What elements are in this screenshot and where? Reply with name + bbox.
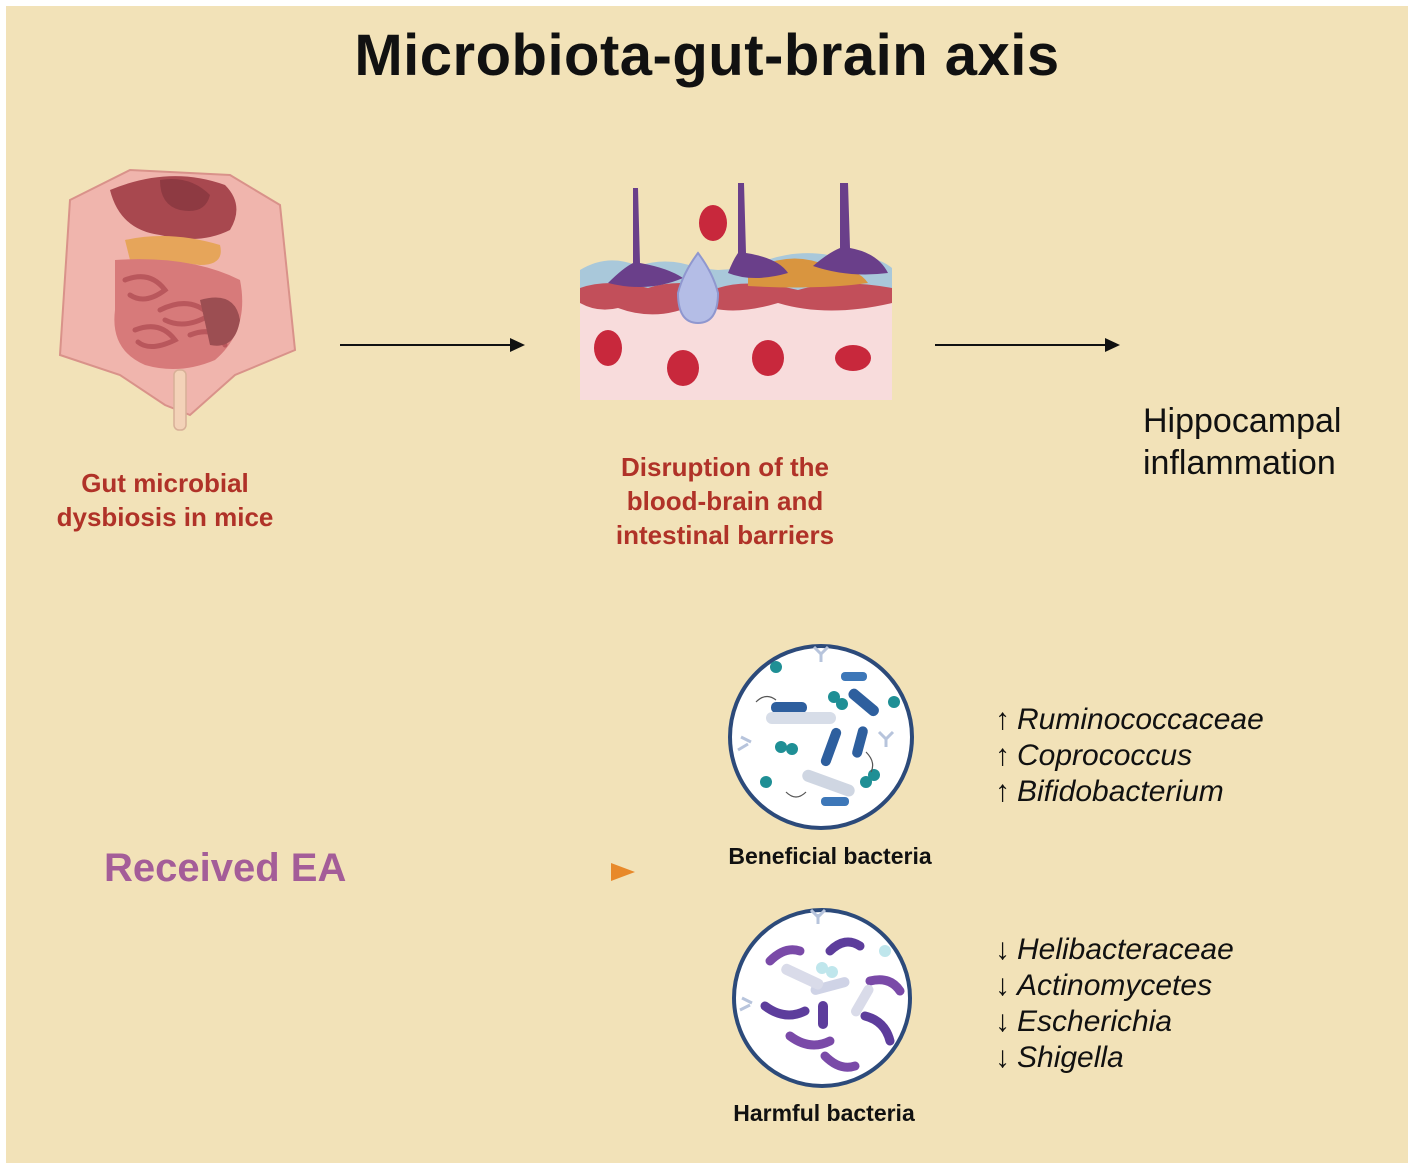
step-label-hippocampal-inflammation: Hippocampal inflammation (1143, 402, 1342, 482)
arrow-down-icon: ↓ (995, 933, 1010, 966)
treatment-label: Received EA (104, 846, 347, 890)
harmful-bacteria-caption: Harmful bacteria (733, 1100, 915, 1126)
list-item: ↓Actinomycetes (995, 969, 1213, 1002)
beneficial-bacteria-caption: Beneficial bacteria (728, 843, 932, 869)
diagram-title: Microbiota-gut-brain axis (354, 23, 1060, 88)
arrow-gut-to-barrier (340, 338, 525, 352)
step-label-barrier-disruption: Disruption of the blood-brain and intest… (615, 452, 835, 550)
harmful-taxa-list: ↓Helibacteraceae ↓Actinomycetes ↓Escheri… (995, 932, 1234, 1076)
arrow-down-icon: ↓ (995, 1041, 1010, 1074)
gut-illustration (58, 168, 297, 431)
beneficial-bacteria-icon (728, 644, 914, 830)
arrow-down-icon: ↓ (995, 969, 1010, 1002)
beneficial-taxa-list: ↑Ruminococcaceae ↑Coprococcus ↑Bifidobac… (995, 702, 1264, 810)
step-label-gut-dysbiosis: Gut microbial dysbiosis in mice (56, 468, 274, 532)
arrow-up-icon: ↑ (995, 703, 1010, 736)
treatment-arrow (415, 863, 635, 881)
barrier-illustration (580, 183, 892, 400)
list-item: ↑Coprococcus (995, 739, 1193, 772)
arrow-up-icon: ↑ (995, 739, 1010, 772)
list-item: ↓Helibacteraceae (995, 933, 1234, 966)
list-item: ↓Escherichia (995, 1005, 1173, 1038)
list-item: ↓Shigella (995, 1041, 1124, 1074)
arrow-barrier-to-hippocampus (935, 338, 1120, 352)
arrow-up-icon: ↑ (995, 775, 1010, 808)
list-item: ↑Ruminococcaceae (995, 703, 1264, 736)
list-item: ↑Bifidobacterium (995, 775, 1224, 808)
harmful-bacteria-icon (732, 908, 912, 1088)
arrow-down-icon: ↓ (995, 1005, 1010, 1038)
